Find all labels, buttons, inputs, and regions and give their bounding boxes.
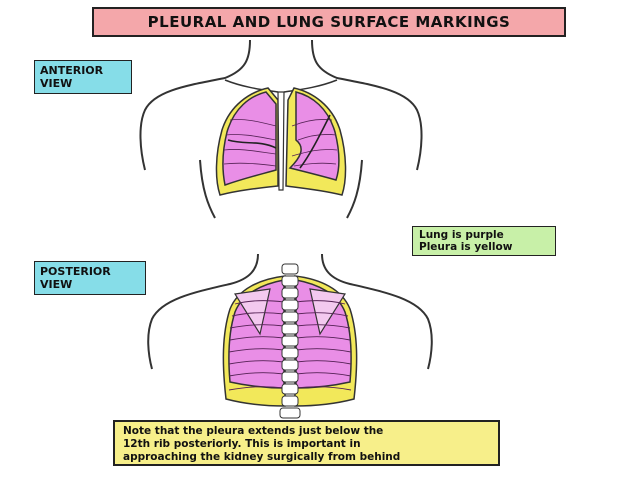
posterior-torso-outline [147, 254, 259, 370]
legend-lung-text: Lung is purple [419, 229, 504, 241]
color-legend: Lung is purple Pleura is yellow [412, 226, 556, 256]
anterior-torso-outline [139, 40, 251, 171]
anterior-view-label: ANTERIOR VIEW [34, 60, 132, 94]
anterior-right-lung [222, 91, 277, 186]
anterior-view-figure [139, 40, 423, 219]
legend-pleura-text: Pleura is yellow [419, 241, 513, 253]
anterior-left-lung [288, 91, 340, 181]
posterior-view-label: POSTERIOR VIEW [34, 261, 146, 295]
spine [279, 263, 301, 419]
diagram-title: PLEURAL AND LUNG SURFACE MARKINGS [92, 7, 566, 37]
posterior-view-figure [147, 254, 433, 419]
note-line-1: Note that the pleura extends just below … [123, 425, 384, 437]
pleura-note: Note that the pleura extends just below … [113, 420, 500, 466]
note-line-3: approaching the kidney surgically from b… [123, 451, 401, 463]
note-line-2: 12th rib posteriorly. This is important … [123, 438, 361, 450]
